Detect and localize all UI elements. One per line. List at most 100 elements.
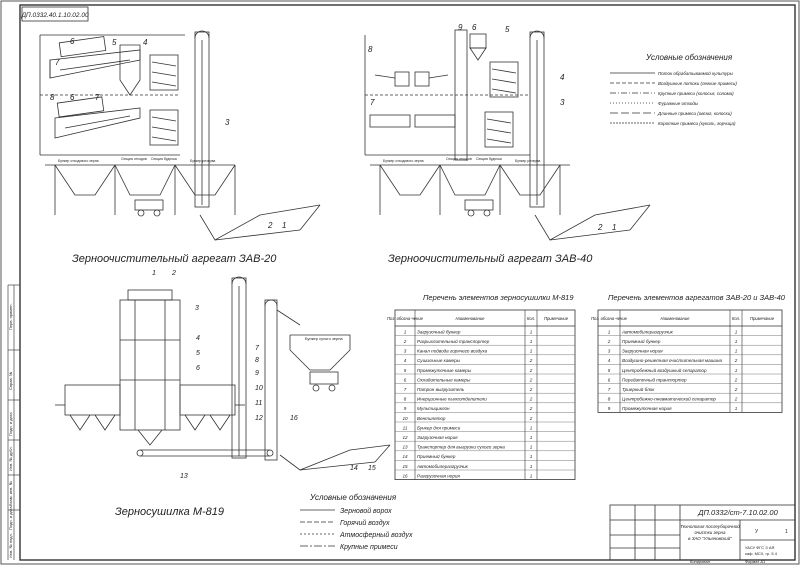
table-cell: Загрузочная нория: [417, 435, 458, 440]
zav20-bunker-1: Бункер отходового зерна: [58, 159, 99, 163]
m819-bunker-label: Бункер сухого зерна: [305, 336, 343, 341]
m819-title: Зерносушилка М-819: [115, 506, 224, 518]
table-cell: 1: [735, 329, 738, 334]
zav40-bunker-4: Бункер резерва: [515, 159, 540, 163]
table-cell: 3: [404, 349, 407, 354]
svg-text:7: 7: [95, 93, 100, 102]
svg-text:4: 4: [196, 335, 200, 342]
svg-text:1: 1: [282, 221, 286, 230]
legend-top-item-1: Поток обрабатываемой культуры: [658, 70, 734, 76]
svg-text:8: 8: [368, 45, 373, 54]
legend-top-item-6: Короткие примеси (куколь, горчица): [658, 121, 736, 126]
table-cell: 12: [402, 435, 408, 440]
table-cell: 2: [529, 377, 533, 382]
svg-text:3: 3: [560, 98, 565, 107]
zav40-bunker-2: Секция отходов: [446, 157, 472, 161]
table-cell: Автомобилеразгрузчик: [621, 329, 674, 334]
svg-text:4: 4: [560, 73, 565, 82]
table-cell: Автомобилеразгрузчик: [416, 464, 469, 469]
legend-bottom-item-1: Зерновой ворох: [340, 507, 392, 515]
table-cell: 6: [608, 377, 611, 382]
table-cell: 3: [608, 349, 611, 354]
table-cell: 9: [404, 406, 407, 411]
legend-top-item-5: Длинные примеси (овсюг, колоски): [657, 111, 732, 116]
table-cell: Центробежный воздушный сепаратор: [622, 367, 707, 373]
table-cell: Инерционные пылеотделители: [417, 397, 487, 402]
svg-text:9: 9: [458, 23, 463, 32]
m819-diagram: [55, 276, 391, 471]
zav20-bunker-4: Бункер резерва: [190, 159, 215, 163]
legend-bottom-item-4: Крупные примеси: [340, 544, 398, 551]
title-block-name: Технология послеуборочной очистки зерна …: [680, 523, 740, 541]
table-cell: 1: [735, 349, 738, 354]
table-zav-title: Перечень элементов агрегатов ЗАВ-20 и ЗА…: [608, 293, 786, 302]
table-cell: Бункер для примеси: [417, 425, 461, 430]
table-header-cell: Примечание: [750, 316, 775, 321]
table-cell: 1: [530, 473, 533, 478]
svg-text:12: 12: [255, 415, 263, 422]
svg-text:14: 14: [350, 465, 358, 472]
title-block-name-1: Технология послеуборочной: [680, 523, 740, 529]
svg-text:11: 11: [255, 400, 262, 407]
svg-text:3: 3: [195, 305, 199, 312]
zav20-labels: Бункер отходового зерна Секция отходов С…: [58, 157, 215, 163]
table-m819-title: Перечень элементов зерносушилки М-819: [423, 293, 574, 302]
inner-frame: [19, 4, 796, 561]
svg-text:2: 2: [597, 223, 603, 232]
table-cell: 8: [608, 397, 611, 402]
svg-text:3: 3: [225, 118, 230, 127]
svg-text:9: 9: [255, 370, 259, 377]
svg-text:1: 1: [152, 270, 156, 277]
legend-bottom-item-2: Горячий воздух: [340, 519, 390, 527]
zav20-bunker-3: Секция будочка: [151, 157, 177, 161]
svg-text:13: 13: [180, 473, 188, 480]
legend-top: Условные обозначения Поток обрабатываемо…: [610, 53, 737, 126]
table-cell: Транспортер для выгрузки сухого зерна: [417, 445, 505, 450]
table-cell: Центробежно-пневматический сепаратор: [622, 396, 716, 402]
legend-bottom-item-3: Атмосферный воздух: [339, 531, 413, 539]
title-block-copy: Копировал: [690, 559, 711, 564]
table-header-cell: Примечание: [544, 316, 569, 321]
table-cell: 11: [403, 425, 408, 430]
svg-text:1: 1: [612, 223, 616, 232]
table-cell: 1: [530, 454, 533, 459]
legend-bottom: Условные обозначения Зерновой ворох Горя…: [300, 493, 413, 551]
table-cell: Промежуточные камеры: [417, 368, 472, 373]
svg-text:6: 6: [70, 93, 75, 102]
table-cell: 4: [404, 358, 407, 363]
zav20-title: Зерноочистительный агрегат ЗАВ-20: [72, 253, 277, 265]
zav40-labels: Бункер отходового зерна Секция отходов С…: [383, 157, 540, 163]
table-cell: 2: [529, 416, 533, 421]
table-header-cell: Кол.: [732, 316, 740, 321]
table-cell: 2: [734, 397, 738, 402]
zav40-title: Зерноочистительный агрегат ЗАВ-40: [388, 253, 593, 265]
table-cell: 5: [404, 368, 407, 373]
title-block-name-2: очистки зерна: [694, 530, 726, 535]
table-cell: 2: [734, 387, 738, 392]
side-stamp-7: Инв. № подл.: [8, 533, 13, 558]
table-cell: Мультициклон: [417, 406, 450, 411]
corner-stamp-code: ДП.0332.40.1.10.02.00: [20, 12, 89, 19]
table-cell: 2: [529, 368, 533, 373]
table-cell: 9: [608, 406, 611, 411]
svg-text:6: 6: [196, 365, 200, 372]
svg-text:2: 2: [267, 221, 273, 230]
table-header-cell: Поз. обозна-чение: [591, 316, 628, 321]
table-cell: 1: [735, 406, 738, 411]
zav40-diagram: [364, 29, 651, 241]
table-cell: 1: [735, 339, 738, 344]
side-stamp-5: Взам. инв. №: [8, 481, 13, 506]
table-cell: 1: [404, 329, 407, 334]
table-cell: 7: [404, 387, 407, 392]
table-cell: 15: [402, 464, 408, 469]
table-cell: 2: [734, 377, 738, 382]
table-cell: 1: [530, 435, 533, 440]
table-cell: 1: [530, 349, 533, 354]
side-stamp-6: Подп. и дата: [8, 506, 13, 530]
